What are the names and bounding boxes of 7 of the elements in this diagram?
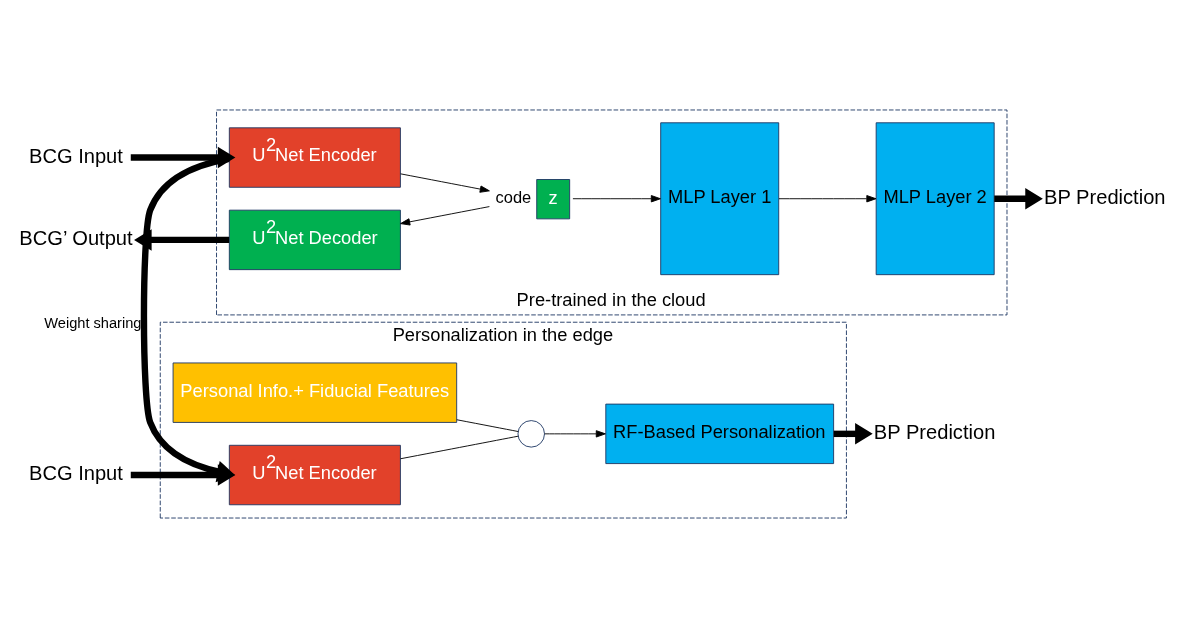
node-text: BP Prediction xyxy=(1044,185,1166,208)
node-text: BCG Input xyxy=(28,144,123,167)
node-text: BCG’ Output xyxy=(19,227,133,250)
node-text: BP Prediction xyxy=(873,420,996,443)
edge-label: Weight sharing xyxy=(44,315,142,331)
node-text: BCG Input xyxy=(28,462,123,485)
node-label: code xyxy=(495,188,532,207)
